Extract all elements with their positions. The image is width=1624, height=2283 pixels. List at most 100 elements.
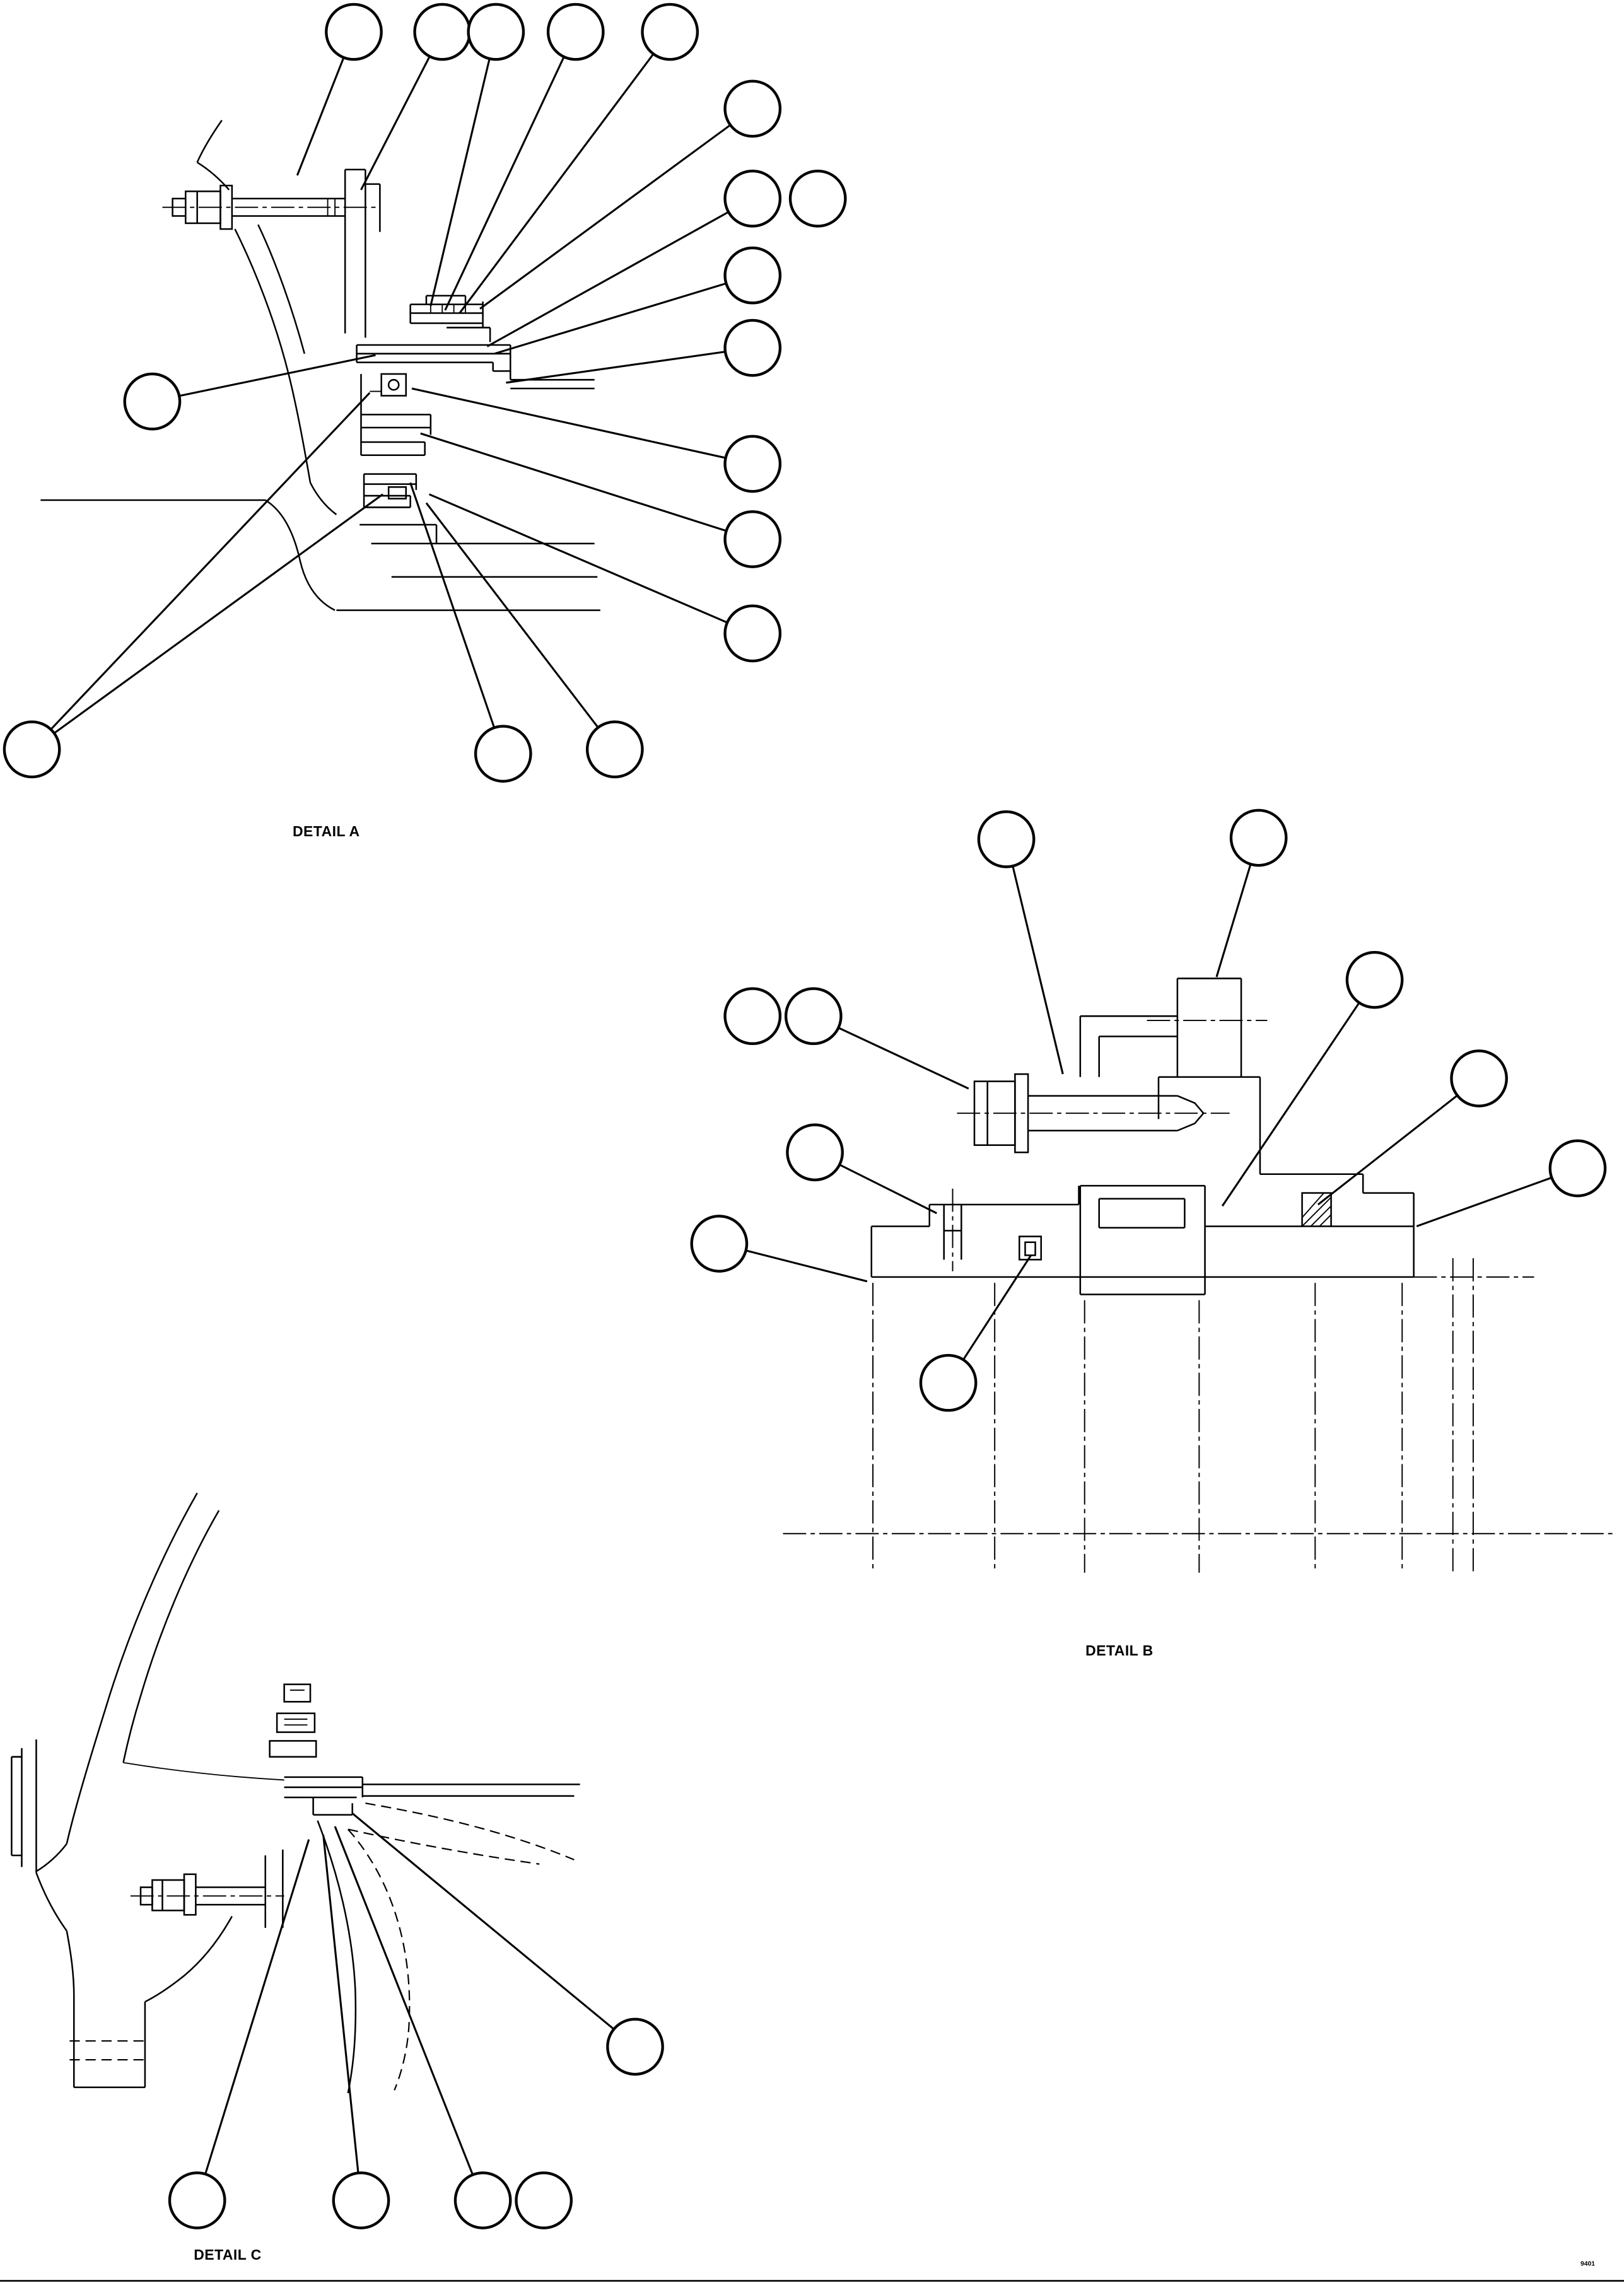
callout-balloon <box>453 2171 512 2229</box>
callout-balloon <box>546 3 605 61</box>
leader-line <box>411 387 753 465</box>
detail-c-label: DETAIL C <box>194 2246 261 2263</box>
bolt-head <box>151 1879 185 1912</box>
callout-balloon <box>784 987 843 1046</box>
ring-stack <box>360 373 432 456</box>
leader-line <box>1317 1077 1480 1206</box>
flange-outline <box>264 1849 284 1928</box>
casing-curve <box>66 1492 198 1844</box>
pin-housing <box>380 373 407 397</box>
flange-surface <box>362 1784 580 1797</box>
callout-balloon <box>325 3 383 61</box>
callout-balloon <box>641 3 699 61</box>
callout-balloon <box>977 810 1036 868</box>
seal-section <box>1301 1192 1332 1227</box>
callout-balloon <box>1229 809 1288 867</box>
block-shoulder <box>1157 1076 1261 1174</box>
callout-balloon <box>3 720 61 779</box>
detail-c-leaders <box>196 1813 636 2201</box>
detail-c-drawing <box>11 1492 580 2094</box>
leader-line <box>494 274 753 355</box>
leader-line <box>444 31 577 311</box>
hidden-contour <box>348 1828 540 1865</box>
flange-outline <box>344 168 366 338</box>
callout-balloon <box>723 435 782 493</box>
detail-a-label: DETAIL A <box>293 823 360 839</box>
pin <box>387 378 400 391</box>
body-outline <box>1259 1173 1415 1277</box>
flange-plate <box>284 1776 364 1799</box>
hidden-contour <box>365 1802 575 1860</box>
hatch-lines <box>1301 1192 1332 1227</box>
callout-balloon <box>1450 1049 1508 1107</box>
flange-step <box>365 183 381 232</box>
carrier-step <box>492 362 511 372</box>
detail-b-leaders <box>718 838 1578 1384</box>
detail-b-drawing <box>783 978 1613 1573</box>
housing-edge <box>21 1739 37 1873</box>
leader-line <box>31 392 371 750</box>
leader-line <box>1005 839 1064 1075</box>
carrier-plate <box>356 344 511 380</box>
detail-b-label: DETAIL B <box>1085 1642 1153 1659</box>
callout-balloon <box>474 725 532 783</box>
casing-curve <box>35 1843 67 1872</box>
housing-lines <box>336 523 600 611</box>
detail-c-callouts <box>168 2017 664 2229</box>
callout-balloon <box>723 604 782 663</box>
leader-line <box>506 347 753 384</box>
leader-line <box>479 108 754 310</box>
detail-b-view: DETAIL B <box>690 809 1613 1659</box>
chain-line-vertical <box>1452 1258 1474 1573</box>
detail-a-callouts <box>3 3 847 783</box>
spline-teeth <box>429 304 466 313</box>
callout-balloon <box>123 372 182 431</box>
washer <box>183 1873 197 1916</box>
callout-balloon <box>1345 950 1404 1009</box>
seal-ring <box>283 1683 312 1703</box>
hidden-line <box>69 2040 145 2061</box>
callout-balloon <box>1548 1139 1607 1198</box>
leader-line <box>409 482 505 754</box>
callout-balloon <box>786 1123 844 1182</box>
bolt-shank <box>196 1886 266 1906</box>
leader-line <box>334 1826 484 2201</box>
ring-part-inner <box>1024 1241 1036 1256</box>
leader-line <box>429 32 497 307</box>
hub-curve <box>317 1820 357 2094</box>
callout-balloon <box>690 1215 749 1273</box>
casing-joint <box>123 1761 284 1781</box>
callout-balloon <box>168 2171 226 2229</box>
callout-balloon <box>723 170 782 228</box>
body-outline <box>870 1186 1080 1277</box>
casing-curve <box>122 1510 220 1763</box>
leader-line <box>360 31 443 190</box>
leader-line <box>196 1839 310 2201</box>
casing-curve <box>197 161 230 190</box>
casing-curve <box>234 228 312 483</box>
callout-balloon <box>723 246 782 305</box>
bracket-outline <box>1079 1015 1177 1077</box>
detail-a-drawing <box>40 120 600 611</box>
callout-balloon <box>585 720 644 779</box>
leader-line <box>31 493 383 750</box>
hub-curve <box>144 1915 233 2003</box>
gland-outline <box>409 301 484 328</box>
housing-outline <box>66 1930 146 2088</box>
leader-line <box>152 354 376 403</box>
page-code: 9401 <box>1580 2260 1595 2267</box>
gland-step <box>447 327 491 342</box>
detail-b-callouts <box>690 809 1607 1412</box>
leader-line <box>420 432 753 540</box>
detail-c-view: DETAIL C <box>11 1492 664 2263</box>
leader-line <box>1221 979 1376 1207</box>
seal-ring <box>387 486 407 499</box>
housing-outline <box>265 499 336 611</box>
callout-balloon <box>413 3 472 61</box>
callout-balloon <box>515 2171 573 2229</box>
flange-step <box>312 1797 353 1816</box>
leader-line <box>459 31 671 314</box>
hidden-contour <box>347 1828 411 2091</box>
callout-balloon <box>723 318 782 377</box>
